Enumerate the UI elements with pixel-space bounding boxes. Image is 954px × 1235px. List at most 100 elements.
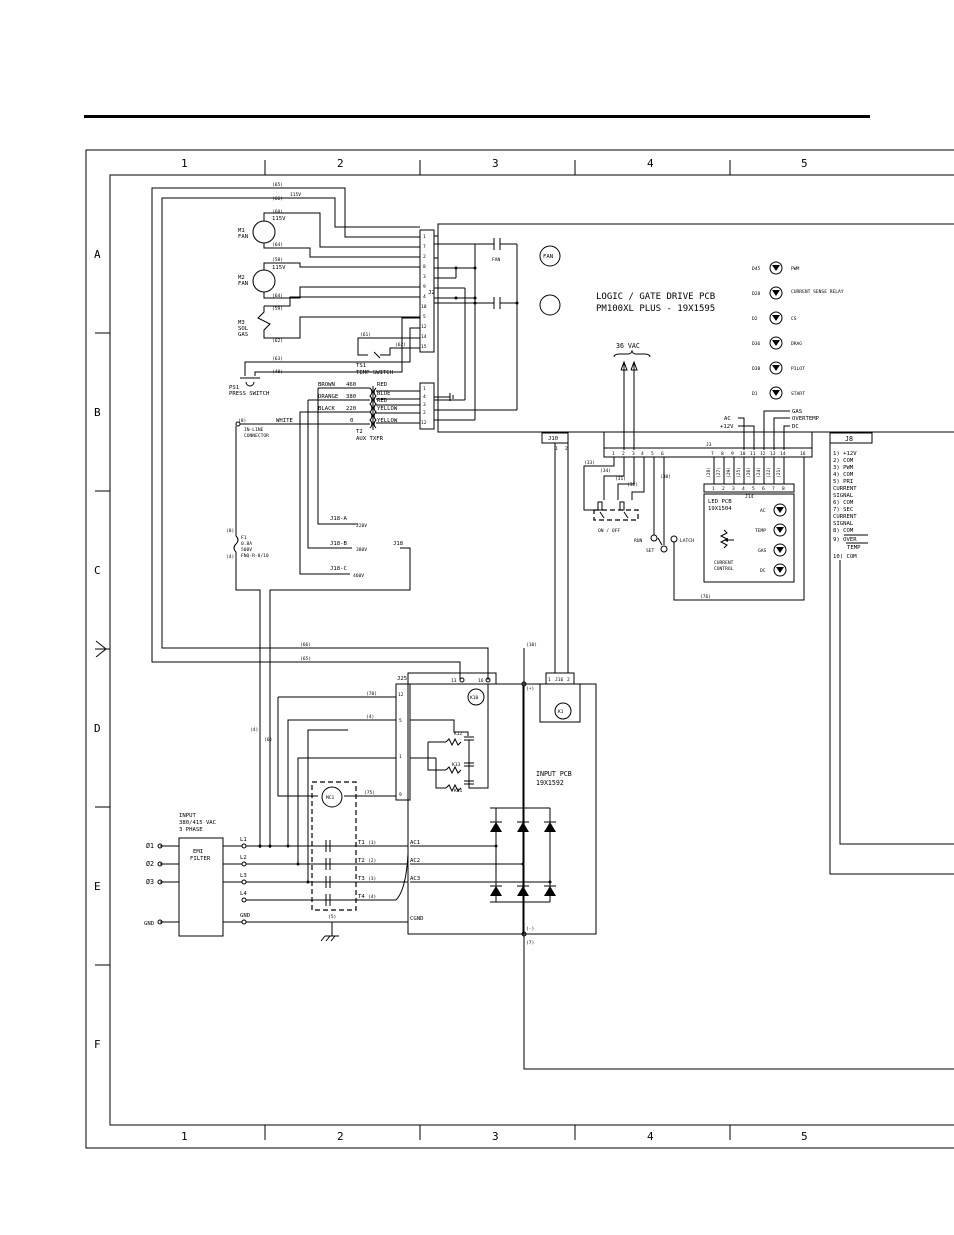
t2-label: T2 — [356, 429, 363, 435]
wire-66-d: (66) — [300, 642, 311, 648]
wire-31: (31) — [615, 476, 626, 482]
led-d36-label: DRAG — [791, 341, 802, 347]
wire-66: (66) — [272, 196, 283, 202]
svg-text:11: 11 — [750, 451, 756, 457]
gas-solenoid-m3 — [257, 296, 420, 339]
m3-label-2: SOL — [238, 326, 249, 332]
emi-label: EMI — [193, 849, 203, 855]
j14-wire-numbers: (28) (27) (29) (25) (26) (24) (22) (21) — [706, 467, 782, 478]
t2-sec-red2: RED — [377, 398, 388, 404]
wire-8b: (8) — [226, 528, 234, 534]
ps1-label: PS1 — [229, 385, 239, 391]
run-set-switch — [650, 457, 668, 553]
wire-8: (8) — [238, 418, 246, 424]
status-12v: +12V — [720, 424, 734, 430]
svg-text:(27): (27) — [716, 467, 722, 478]
svg-text:13: 13 — [770, 451, 776, 457]
svg-text:5) PRI: 5) PRI — [833, 479, 853, 485]
fan-indicator — [539, 245, 561, 267]
svg-text:10) COM: 10) COM — [833, 554, 857, 560]
m1-115v: 115V — [272, 216, 286, 222]
status-overtemp: OVERTEMP — [792, 416, 820, 422]
svg-text:1: 1 — [712, 486, 715, 492]
j10-label: J10 — [548, 436, 558, 442]
temp-switch-ts1 — [357, 337, 420, 359]
col-label-1-bottom: 1 — [181, 1130, 188, 1143]
j8-connector — [829, 432, 873, 444]
wire-58: (58) — [272, 257, 283, 263]
led-pcb — [703, 493, 795, 583]
transformer-taps — [269, 388, 411, 848]
svg-text:8: 8 — [423, 264, 426, 270]
fuse-voltage: 500V — [241, 547, 252, 553]
phase-1: Ø1 — [146, 842, 154, 850]
led-pcb-ac: AC — [760, 508, 766, 514]
k1-label: K1 — [558, 709, 564, 715]
svg-text:14: 14 — [421, 334, 427, 340]
j10-pin2: 2 — [565, 446, 568, 452]
tap-j18a: J18-A — [330, 516, 347, 522]
svg-text:7: 7 — [711, 451, 714, 457]
cgnd-label: CGND — [410, 916, 424, 922]
status-dc: DC — [792, 424, 799, 430]
svg-text:1: 1 — [399, 754, 402, 760]
set-label: SET — [646, 548, 655, 554]
wire-59: (59) — [272, 306, 283, 312]
led-d38 — [769, 361, 783, 375]
input-label-3: 3 PHASE — [179, 827, 203, 833]
phase-gnd: GND — [144, 921, 155, 927]
ts1-label-2: TEMP SWITCH — [356, 370, 393, 376]
led-d28-label: CURRENT SENSE RELAY — [791, 289, 844, 295]
t2-sec-yellow2: YELLOW — [377, 418, 398, 424]
led-pcb-led-ac — [773, 503, 787, 517]
svg-text:(24): (24) — [756, 467, 762, 478]
svg-text:6: 6 — [661, 451, 664, 457]
col-label-4: 4 — [647, 157, 654, 170]
j16-label: J16 — [555, 677, 564, 683]
wire-10: (10) — [526, 642, 537, 648]
wire-4-e: (4) — [250, 727, 258, 733]
led-d45-id: D45 — [752, 266, 761, 272]
led-d2-id: D2 — [752, 316, 758, 322]
j8-label: J8 — [845, 435, 853, 443]
wire-5: (5) — [328, 914, 336, 920]
fuse-f1: F1 — [241, 535, 247, 541]
wire-48: (48) — [272, 369, 283, 375]
t2-primary-black: BLACK — [318, 406, 335, 412]
logic-pcb-part: PM100XL PLUS - 19X1595 — [596, 304, 715, 314]
t2-label-2: AUX TXFR — [356, 436, 384, 442]
svg-text:15: 15 — [421, 344, 427, 350]
svg-text:4) COM: 4) COM — [833, 472, 854, 478]
t3-label: T3 — [358, 876, 365, 882]
j16-pin2: 2 — [567, 677, 570, 683]
j25-pins: 12 5 1 9 13 16 — [398, 678, 484, 798]
wire-65: (65) — [272, 182, 283, 188]
svg-text:4: 4 — [641, 451, 644, 457]
emi-label-2: FILTER — [190, 856, 211, 862]
t2-label: T2 — [358, 858, 365, 864]
svg-text:9: 9 — [423, 284, 426, 290]
inline-connector-fuse — [233, 421, 261, 848]
wire-6: (6) — [264, 737, 272, 743]
svg-text:8: 8 — [721, 451, 724, 457]
svg-text:(25): (25) — [736, 467, 742, 478]
on-off-switch — [583, 457, 645, 521]
line-l1: L1 — [240, 837, 247, 843]
wire-33: (33) — [584, 460, 595, 466]
status-gas: GAS — [792, 409, 802, 415]
svg-text:9: 9 — [399, 792, 402, 798]
input-pcb — [395, 648, 954, 1070]
m1-label: M1 — [238, 228, 245, 234]
j3-label: J3 — [706, 442, 712, 448]
t2-sec-yellow: YELLOW — [377, 406, 398, 412]
led-d38-id: D38 — [752, 366, 761, 372]
svg-text:8: 8 — [782, 486, 785, 492]
svg-text:9: 9 — [731, 451, 734, 457]
contactor-mc1 — [311, 781, 357, 942]
t1-wire: (1) — [368, 840, 376, 846]
m3-label: M3 — [238, 320, 245, 326]
led-d1-label: START — [791, 391, 805, 397]
j18-label: J18 — [393, 541, 404, 547]
wire-64: (64) — [272, 242, 283, 248]
row-label-d: D — [94, 722, 101, 735]
